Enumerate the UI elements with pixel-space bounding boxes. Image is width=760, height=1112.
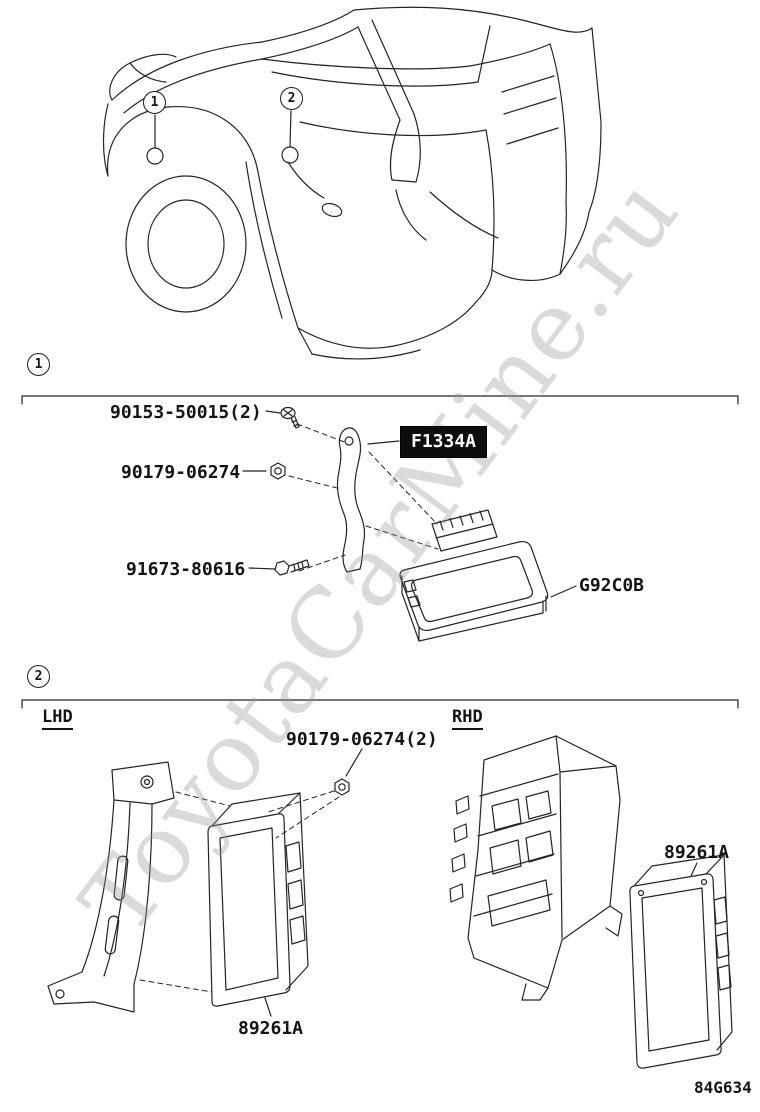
rhd-junction-block-drawing [449, 735, 623, 1001]
part-number-90179-06274-2[interactable]: 90179-06274(2) [286, 729, 438, 750]
lhd-heading: LHD [42, 707, 73, 730]
lhd-bracket-drawing [47, 761, 175, 1013]
ecu-module-drawing [399, 509, 549, 642]
car-sketch [102, 6, 602, 360]
section1-drawing [242, 406, 577, 642]
part-number-89261a-left[interactable]: 89261A [238, 1018, 304, 1039]
callout-2-balloon: 2 [280, 87, 303, 110]
section2-drawing [47, 735, 733, 1069]
section-2-marker: 2 [27, 665, 50, 688]
callout-1-balloon: 1 [143, 91, 166, 114]
rhd-heading: RHD [452, 707, 483, 730]
highlighted-part-f1334a[interactable]: F1334A [400, 426, 488, 458]
nut-icon-section2 [334, 778, 350, 796]
nut-icon-section1 [270, 462, 286, 480]
part-number-g92c0b[interactable]: G92C0B [579, 575, 645, 596]
section-divider-1 [21, 395, 739, 405]
part-number-89261a-right[interactable]: 89261A [664, 842, 730, 863]
part-number-90179-06274[interactable]: 90179-06274 [121, 462, 241, 483]
part-number-91673-80616[interactable]: 91673-80616 [126, 559, 246, 580]
diagram-code: 84G634 [694, 1078, 752, 1097]
bolt-icon-section1 [274, 559, 310, 576]
rhd-module-drawing [629, 854, 733, 1069]
lhd-module-drawing [207, 792, 309, 1007]
bracket-drawing [336, 427, 366, 573]
screw-icon-top [280, 406, 300, 429]
part-number-90153-50015[interactable]: 90153-50015(2) [110, 402, 262, 423]
section-1-marker: 1 [27, 353, 50, 376]
callout-leaders [146, 110, 299, 165]
section-divider-2 [21, 699, 739, 709]
